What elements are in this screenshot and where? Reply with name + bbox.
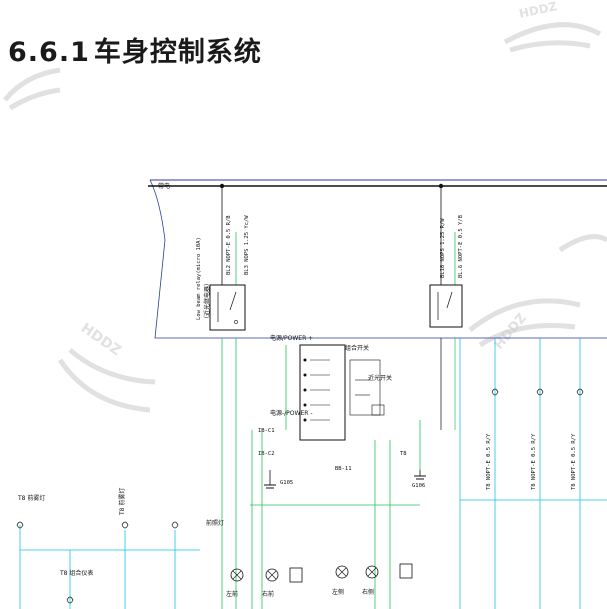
connector-label-3: BB-11 [335, 466, 352, 472]
watermark-logo: HDDZ [57, 320, 156, 413]
lamps: 前照灯 左前 右前 左侧 右侧 [206, 519, 413, 598]
ground-label-2: G106 [412, 483, 425, 489]
connectors: IB-C1 IB-C2 BB-11 T8 [258, 428, 407, 472]
power-plus-label: 电源/POWER + [270, 334, 313, 342]
left-relay-wire-1: BL2 NOPT-E 0.5 R/B [226, 215, 232, 275]
watermark-logo [558, 234, 607, 253]
bottom-left-label-1: T8 前雾灯 [17, 494, 45, 502]
right-wire-2: T8 NOPT-E 0.5 R/Y [531, 433, 537, 490]
power-bus: 常电 [148, 179, 607, 339]
lamp-label-2: 右前 [262, 590, 274, 598]
right-wire-3: T8 NOPT-E 0.5 R/Y [571, 433, 577, 490]
right-relay: BL18 NOPS 1.25 R/W BL.6 NOPT-E 0.5 Y/B [429, 186, 464, 430]
svg-text:HDDZ: HDDZ [518, 0, 559, 21]
right-wire-1: T8 NOPT-E 0.5 R/Y [486, 433, 492, 490]
ground-g105: G105 [264, 470, 293, 489]
bottom-left-components: T8 前雾灯 T8 前雾灯 T8 组合仪表 [16, 488, 179, 604]
left-relay-label: Low beam relay(micro 10A) [196, 237, 202, 320]
svg-text:HDDZ: HDDZ [78, 320, 124, 359]
svg-text:HDDZ: HDDZ [492, 311, 530, 353]
connector-label-4: T8 [400, 451, 407, 457]
watermark-logo [3, 67, 61, 111]
lamp-label-1: 左前 [226, 590, 238, 598]
switch-label: 组合开关 [345, 344, 369, 352]
bottom-left-label-2: T8 前雾灯 [118, 488, 126, 516]
section-title: 车身控制系统 [93, 37, 262, 68]
left-relay-wire-2: BL3 NOPS 1.25 Yc/W [244, 215, 250, 275]
watermark-logo: HDDZ [468, 298, 581, 353]
connector-label-2: IB-C2 [258, 451, 275, 457]
wire-bundle [19, 338, 607, 609]
connector-label-1: IB-C1 [258, 428, 275, 434]
section-number: 6.6.1 [8, 37, 90, 68]
headlamp-label: 前照灯 [206, 519, 224, 527]
right-relay-wire-2: BL.6 NOPT-E 0.5 Y/B [458, 214, 464, 278]
ground-label-1: G105 [280, 480, 293, 486]
left-relay-sub: （近光继电器） [203, 280, 211, 322]
left-relay: Low beam relay(micro 10A) （近光继电器） BL2 NO… [196, 186, 250, 331]
power-minus-label: 电源-/POWER - [270, 409, 313, 417]
right-connector-pins: T8 NOPT-E 0.5 R/Y T8 NOPT-E 0.5 R/Y T8 N… [486, 388, 584, 490]
combination-switch: 电源/POWER + 电源-/POWER - 组合开关 近光开关 [270, 334, 392, 441]
lamp-label-4: 右侧 [362, 588, 374, 596]
ground-g106: G106 [412, 470, 426, 489]
right-relay-wire-1: BL18 NOPS 1.25 R/W [440, 218, 446, 278]
lamp-label-3: 左侧 [332, 588, 344, 596]
bus-label: 常电 [158, 182, 170, 190]
watermark-logo: HDDZ [503, 0, 602, 53]
bottom-left-label-3: T8 组合仪表 [59, 569, 93, 577]
